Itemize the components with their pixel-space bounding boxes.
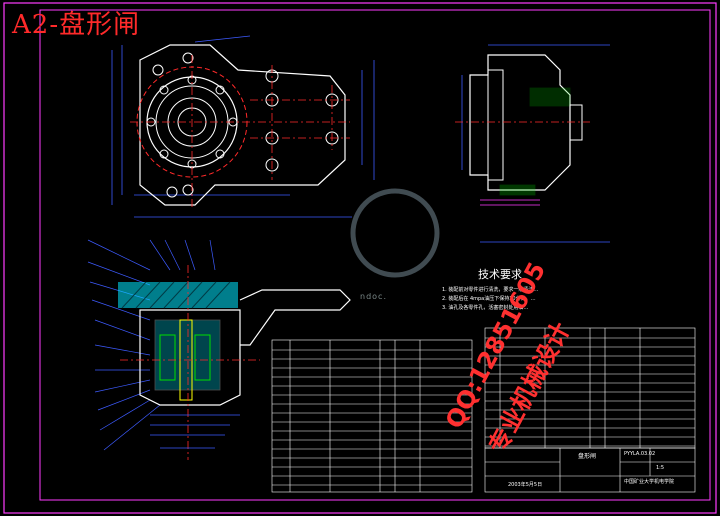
tech-req-line-3: 3. 油孔及各零件孔，活塞密封处用油… — [442, 305, 529, 311]
section-view — [87, 239, 351, 460]
drawing-frame — [39, 9, 711, 501]
parts-list — [271, 339, 473, 493]
watermark-logo — [350, 188, 440, 278]
tech-req-line-2: 2. 装配后在 4mpa油压下保持30分钟，… — [442, 296, 536, 302]
side-view — [455, 44, 610, 243]
front-view — [111, 35, 375, 218]
drawing-title: A2-盘形闸 — [12, 10, 141, 40]
tech-requirements-heading: 技术要求 — [478, 268, 522, 281]
title-part-name: 盘形闸 — [578, 453, 597, 460]
title-drawing-no: PYYLA.03.02 — [624, 451, 656, 457]
title-scale: 1:5 — [656, 465, 665, 471]
tech-req-line-1: 1. 装配前对零件进行清洗，要求一级清洁… — [442, 287, 539, 293]
title-block — [484, 447, 696, 493]
title-date: 2003年5月5日 — [508, 482, 543, 488]
title-institute: 中国矿业大学机电学院 — [624, 479, 675, 485]
watermark-site: ndoc. — [360, 292, 387, 301]
sheet-border — [3, 2, 717, 514]
